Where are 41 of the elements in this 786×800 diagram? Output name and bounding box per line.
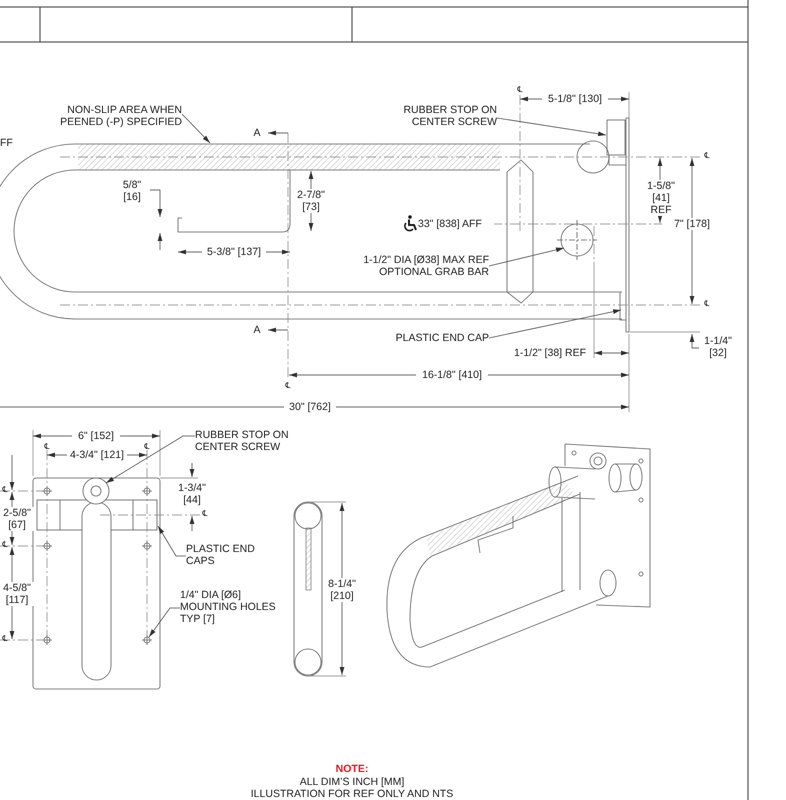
note-text: ALL DIM’S INCH [MM]	[298, 776, 406, 788]
dimension-text: 7" [178]	[673, 218, 711, 230]
callout-text: PLASTIC END CAP	[387, 332, 489, 344]
note-text: ILLUSTRATION FOR REF ONLY AND NTS	[250, 788, 454, 800]
callout-text: NON-SLIP AREA WHEN PEENED (-P) SPECIFIED	[50, 104, 182, 128]
screw-head	[82, 478, 110, 504]
leader-line	[158, 526, 186, 556]
label-text: FF	[0, 137, 14, 149]
callout-text: RUBBER STOP ON CENTER SCREW	[195, 429, 299, 453]
callout-text: RUBBER STOP ON CENTER SCREW	[393, 104, 497, 128]
callout-text: 1-1/2" DIA [Ø38] MAX REF OPTIONAL GRAB BAR	[349, 254, 489, 278]
leader-line	[488, 248, 564, 266]
leader-line	[496, 118, 606, 136]
leader-line	[182, 114, 210, 144]
centerline-symbol: ℄	[284, 380, 292, 392]
dimension-text: 6" [152]	[72, 430, 120, 442]
centerline-symbol: ℄	[201, 508, 209, 520]
dimension-text: 30" [762]	[284, 401, 336, 413]
dimension-text: 5-1/8" [130]	[542, 93, 608, 105]
dimension-text: 33" [838] AFF	[418, 218, 494, 230]
dimension-text: 16-1/8" [410]	[416, 369, 488, 381]
centerline-symbol: ℄	[1, 539, 9, 551]
note-heading: NOTE:	[334, 763, 370, 775]
dimension-text: 5-3/8" [137]	[202, 246, 266, 258]
section-letter: A	[252, 324, 262, 336]
leader-line	[106, 436, 196, 484]
dimension-text: 4-3/4" [121]	[67, 449, 127, 461]
mounting-hole	[142, 634, 152, 646]
leader-line	[488, 309, 622, 338]
callout-text: 1/4" DIA [Ø6] MOUNTING HOLES TYP [7]	[180, 589, 284, 625]
centerline-symbol: ℄	[43, 441, 51, 453]
section-letter: A	[252, 127, 262, 139]
centerline-symbol: ℄	[703, 150, 711, 162]
centerline-symbol: ℄	[516, 84, 524, 96]
centerline-symbol: ℄	[143, 441, 151, 453]
leader-line	[148, 608, 180, 638]
centerline-symbol: ℄	[1, 633, 9, 645]
centerline-symbol: ℄	[703, 298, 711, 310]
dimension-text: 4-5/8" [117]	[0, 582, 34, 606]
callout-text: PLASTIC END CAPS	[186, 543, 258, 567]
centerline-symbol: ℄	[1, 484, 9, 496]
